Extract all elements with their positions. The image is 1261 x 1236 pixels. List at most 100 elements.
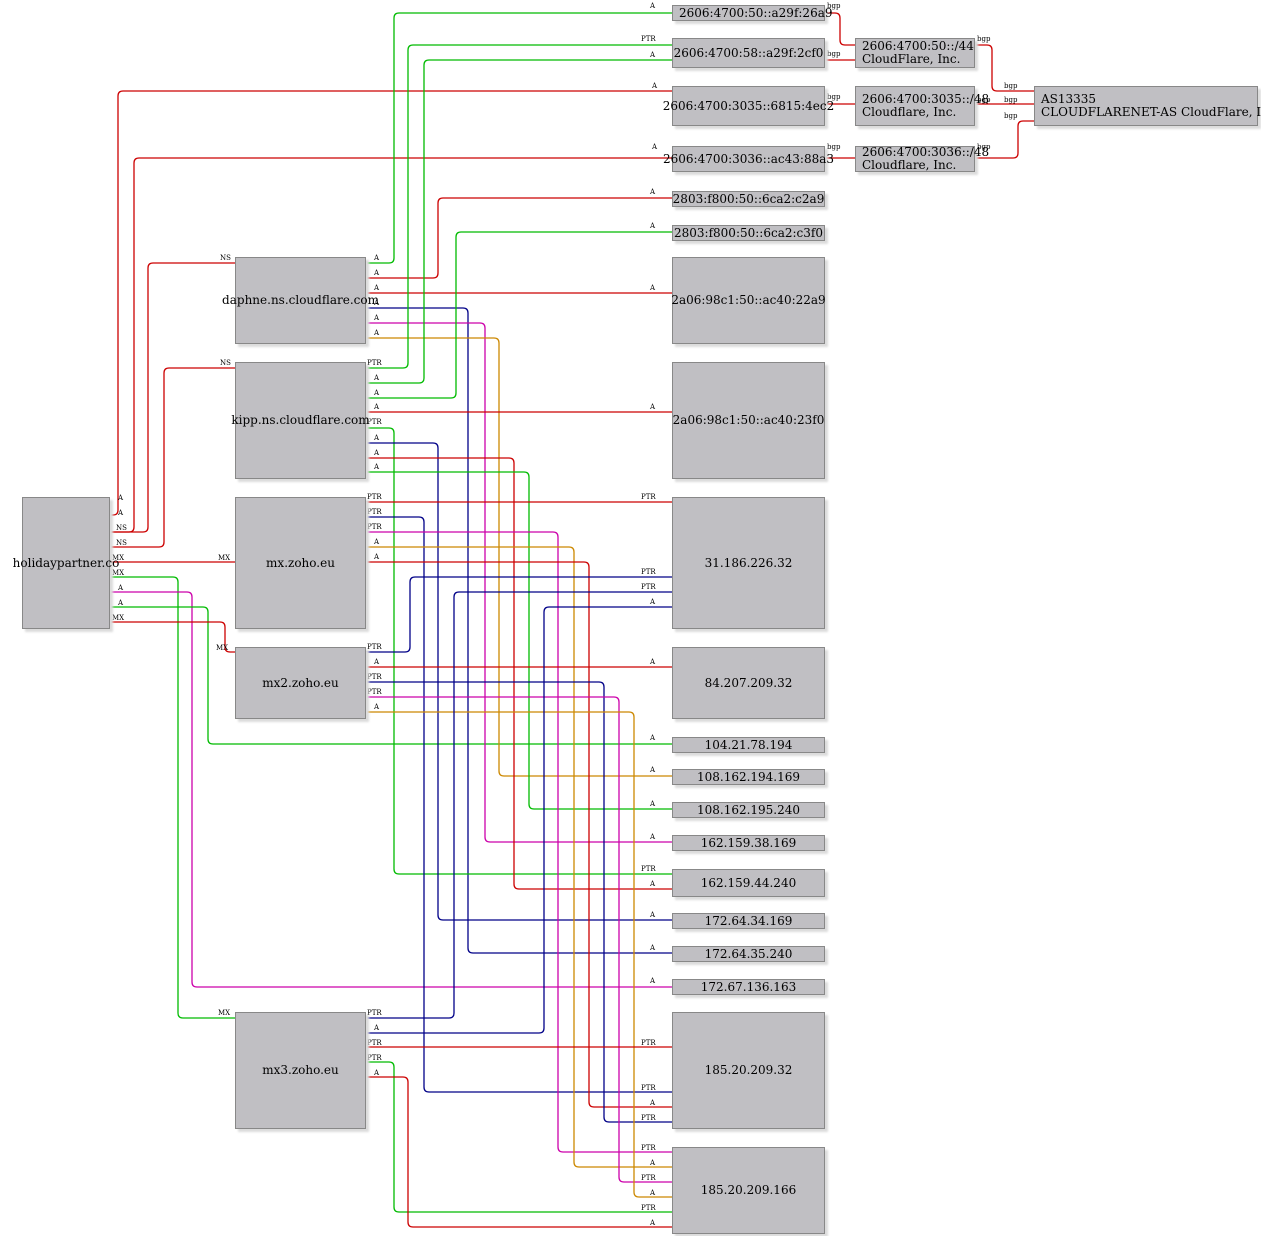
node-label: daphne.ns.cloudflare.com [222, 293, 379, 307]
node-label: mx2.zoho.eu [262, 675, 339, 690]
node-label: 2803:f800:50::6ca2:c2a9 [672, 191, 825, 206]
edge-label: MX [112, 614, 124, 622]
edge-label: bgp [827, 2, 841, 10]
node-daphne: daphne.ns.cloudflare.com [222, 257, 379, 344]
edge-label: A [373, 1069, 380, 1077]
node-ip4i: 172.64.35.240 [672, 946, 825, 962]
node-label: 185.20.209.32 [704, 1063, 793, 1077]
edge-label: A [373, 389, 380, 397]
node-label: 2606:4700:3035::6815:4ec2 [662, 98, 835, 113]
node-label: 2a06:98c1:50::ac40:22a9 [671, 293, 826, 307]
edge-label: bgp [977, 143, 991, 151]
edge-label: A [649, 1219, 656, 1227]
edge-label: A [373, 463, 380, 471]
edge-label: PTR [367, 418, 382, 426]
node-ip4e: 108.162.195.240 [672, 802, 825, 818]
edge-label: PTR [641, 1174, 656, 1182]
edge-label: A [649, 1189, 656, 1197]
node-label: 2606:4700:3035::/48 [862, 92, 990, 106]
node-label: 2a06:98c1:50::ac40:23f0 [672, 413, 825, 427]
edge-holiday-kipp [110, 367, 235, 548]
edge-label: bgp [977, 35, 991, 43]
edge-label: A [649, 222, 656, 230]
edge-holiday-daphne [110, 262, 235, 533]
node-label: mx.zoho.eu [266, 555, 335, 570]
edge-label: A [373, 703, 380, 711]
edge-label: A [373, 449, 380, 457]
edge-label: PTR [641, 1084, 656, 1092]
edge-label: NS [220, 254, 231, 262]
edge-label: A [649, 833, 656, 841]
node-ip4f: 162.159.38.169 [672, 835, 825, 851]
edge-label: A [117, 494, 124, 502]
edge-label: PTR [367, 508, 382, 516]
node-label: 172.67.136.163 [700, 979, 797, 994]
edge-mx3-ip4l [366, 1061, 672, 1213]
node-label: 84.207.209.32 [704, 675, 793, 690]
edge-label: A [373, 314, 380, 322]
edge-label: bgp [1004, 82, 1018, 90]
node-holiday: holidaypartner.co [13, 497, 119, 629]
edge-label: A [649, 598, 656, 606]
edge-label: A [649, 766, 656, 774]
node-label: 172.64.35.240 [704, 946, 793, 961]
edge-kipp-ip4e [366, 471, 672, 810]
edge-label: A [649, 51, 656, 59]
edge-label: PTR [641, 1144, 656, 1152]
node-label: 2803:f800:50::6ca2:c3f0 [674, 225, 823, 240]
node-label: mx3.zoho.eu [262, 1063, 339, 1077]
node-label: 162.159.38.169 [700, 835, 797, 850]
edge-label: A [649, 188, 656, 196]
node-mx2: mx2.zoho.eu [235, 647, 366, 719]
node-label: 185.20.209.166 [700, 1183, 797, 1197]
edge-kipp-ip6b [366, 59, 672, 384]
node-ip4k: 185.20.209.32 [672, 1012, 825, 1129]
node-ip4d: 108.162.194.169 [672, 769, 825, 785]
node-label: 108.162.195.240 [696, 802, 801, 817]
node-label: 108.162.194.169 [696, 769, 801, 784]
node-label: Cloudflare, Inc. [862, 158, 957, 172]
node-label: 2606:4700:50::a29f:26a9 [679, 5, 833, 20]
edge-label: A [373, 329, 380, 337]
edge-label: A [117, 509, 124, 517]
edge-label: PTR [367, 359, 382, 367]
node-label: Cloudflare, Inc. [862, 105, 957, 119]
edge-label: A [373, 434, 380, 442]
edge-mx2-ip4l [366, 711, 672, 1198]
edge-label: A [373, 269, 380, 277]
edge-label: bgp [977, 96, 991, 104]
edge-holiday-ip6c [110, 90, 672, 516]
node-label: 162.159.44.240 [700, 875, 797, 890]
node-ip6g: 2a06:98c1:50::ac40:22a9 [671, 257, 826, 344]
edge-label: A [373, 658, 380, 666]
edge-holiday-ip6d [110, 157, 672, 533]
edge-daphne-ip4i [366, 307, 672, 954]
edge-daphne-ip4d [366, 337, 672, 777]
edge-holiday-ip4c [110, 606, 672, 745]
node-kipp: kipp.ns.cloudflare.com [231, 362, 370, 479]
node-label: CloudFlare, Inc. [862, 52, 961, 66]
node-ip4l: 185.20.209.166 [672, 1147, 825, 1234]
node-label: 2606:4700:50::/44 [862, 39, 974, 53]
edge-label: MX [218, 1009, 230, 1017]
edge-label: A [373, 553, 380, 561]
edge-holiday-mx2 [110, 621, 235, 653]
edge-label: PTR [367, 1054, 382, 1062]
node-label: AS13335 [1041, 92, 1097, 106]
node-mx: mx.zoho.eu [235, 497, 366, 629]
edge-label: A [649, 911, 656, 919]
edge-daphne-ip6a [366, 12, 672, 264]
node-label: 31.186.226.32 [704, 555, 793, 570]
edge-label: A [649, 658, 656, 666]
node-label: holidaypartner.co [12, 555, 120, 570]
edge-label: NS [116, 539, 127, 547]
node-label: CLOUDFLARENET-AS CloudFlare, Inc. [1041, 105, 1261, 119]
node-mx3: mx3.zoho.eu [235, 1012, 366, 1129]
edge-label: MX [112, 554, 124, 562]
node-ip6c: 2606:4700:3035::6815:4ec2 [663, 86, 834, 126]
node-ip6h: 2a06:98c1:50::ac40:23f0 [672, 362, 825, 479]
edge-holiday-ip4j [110, 591, 672, 988]
edge-mx2-ip4k [366, 681, 672, 1123]
edge-label: A [651, 82, 658, 90]
